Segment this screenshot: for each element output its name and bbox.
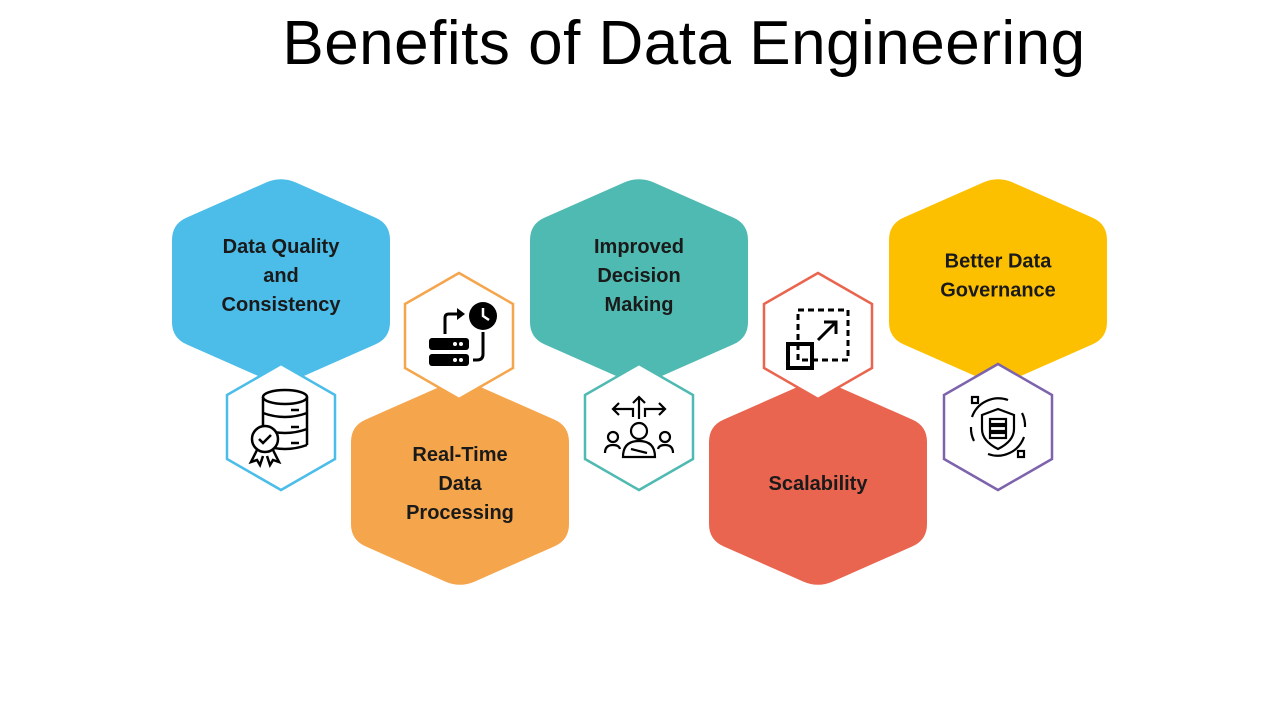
icon-hex-2 [403,271,515,401]
benefit-label-line: and [263,265,299,287]
benefit-label-line: Real-Time [412,444,507,466]
server-clock-icon [429,302,497,366]
decision-arrows-person-icon [603,395,675,459]
benefit-label-line: Processing [406,502,514,524]
benefit-hex-shape [889,179,1107,383]
benefit-hex-4: Scalability [709,381,927,585]
icon-hex-5 [942,362,1054,492]
icon-hex-4 [762,271,874,401]
icon-hex-3 [583,362,695,492]
database-certified-icon [248,388,309,468]
benefit-label-line: Decision [597,265,680,287]
benefit-label-line: Consistency [222,294,342,316]
benefit-label-line: Scalability [769,473,869,495]
benefit-hex-shape [172,179,390,383]
benefit-label-line: Data [438,473,482,495]
benefit-label-line: Data Quality [223,236,341,258]
benefit-label-line: Improved [594,236,684,258]
benefit-hex-shape [709,381,927,585]
icon-hex-outline [225,362,337,492]
icon-hex-outline [403,271,515,401]
benefit-label-line: Better Data [945,251,1053,273]
page-title: Benefits of Data Engineering [282,9,1086,78]
benefit-hex-shape [351,381,569,585]
icon-hex-outline [583,362,695,492]
benefit-hex-shape [530,179,748,383]
benefit-label-line: Making [605,294,674,316]
shield-server-icon [969,395,1027,459]
icon-hex-outline [762,271,874,401]
icon-hex-1 [225,362,337,492]
benefit-label-line: Governance [940,280,1056,302]
scale-expand-icon [786,308,850,370]
